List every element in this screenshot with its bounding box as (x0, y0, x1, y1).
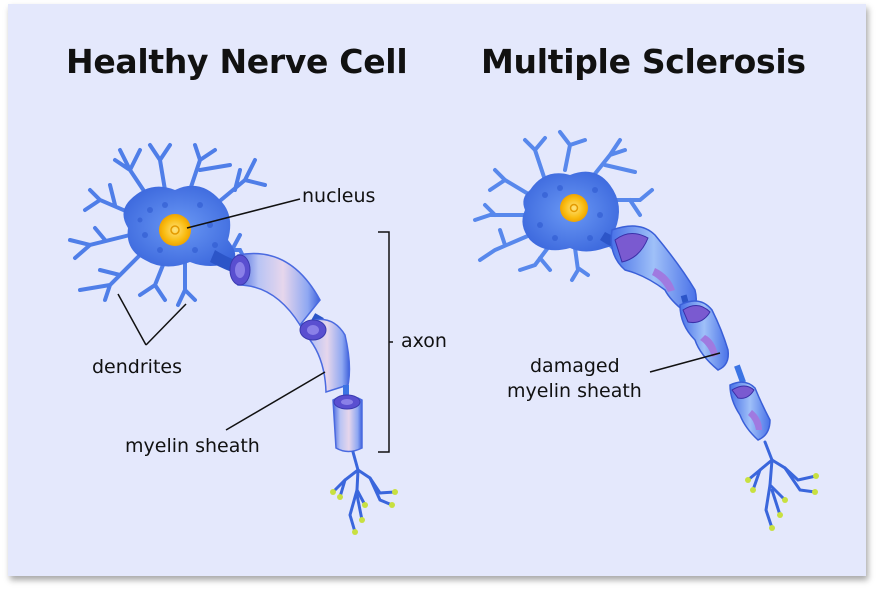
healthy-leader-lines (117, 198, 393, 453)
ms-title: Multiple Sclerosis (481, 42, 806, 81)
nucleus-label: nucleus (302, 185, 376, 207)
axon-label: axon (401, 330, 447, 352)
healthy-axon-terminal (331, 450, 397, 534)
dendrites-label: dendrites (92, 356, 182, 378)
terminal-buttons (330, 489, 398, 535)
damaged-label-line1: damaged (530, 355, 620, 377)
ms-neuron (473, 130, 819, 531)
healthy-nucleus (159, 214, 191, 246)
myelin-sheath-label: myelin sheath (125, 435, 260, 457)
healthy-myelin-segment (237, 252, 321, 327)
ms-leader-line (649, 352, 721, 373)
ms-nucleus (560, 194, 588, 222)
healthy-neuron (68, 143, 398, 535)
healthy-title: Healthy Nerve Cell (66, 42, 408, 81)
damaged-label-line2: myelin sheath (507, 380, 642, 402)
ms-axon-terminal (746, 440, 818, 530)
healthy-dendrites (68, 143, 267, 307)
